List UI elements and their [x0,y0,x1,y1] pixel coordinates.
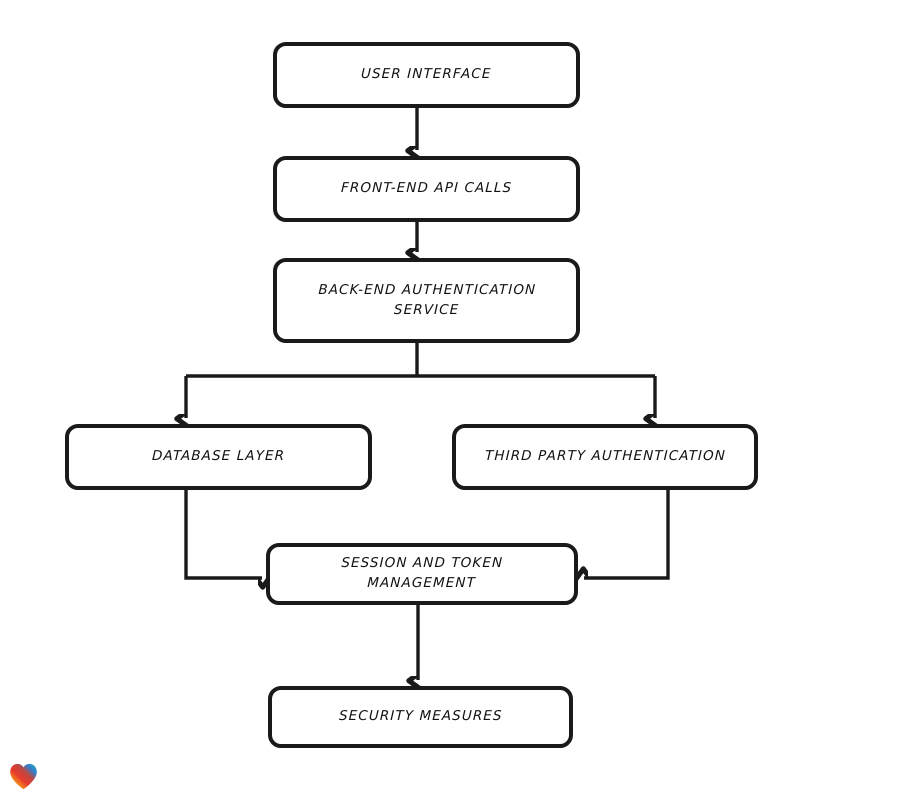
node-label-session-and-token-management: Session and Token Management [341,555,504,591]
node-label-back-end-authentication-service: Back-end Authentication Service [317,281,537,318]
node-database-layer[interactable]: Database Layer [65,424,372,490]
node-security-measures[interactable]: Security Measures [268,686,573,748]
node-user-interface[interactable]: User Interface [273,42,580,108]
node-label-third-party-authentication: Third Party Authentication [484,448,726,465]
node-back-end-authentication-service[interactable]: Back-end Authentication Service [273,258,580,343]
node-third-party-authentication[interactable]: Third Party Authentication [452,424,758,490]
node-label-database-layer: Database Layer [151,448,286,465]
node-session-and-token-management[interactable]: Session and Token Management [266,543,578,605]
node-front-end-api-calls[interactable]: Front-end API calls [273,156,580,222]
edge-thirdparty-to-session [584,490,670,578]
edge-database-to-session [184,490,262,578]
heart-icon [10,763,37,790]
node-label-front-end-api-calls: Front-end API calls [340,180,513,197]
node-label-user-interface: User Interface [361,66,493,83]
node-label-security-measures: Security Measures [338,708,503,725]
